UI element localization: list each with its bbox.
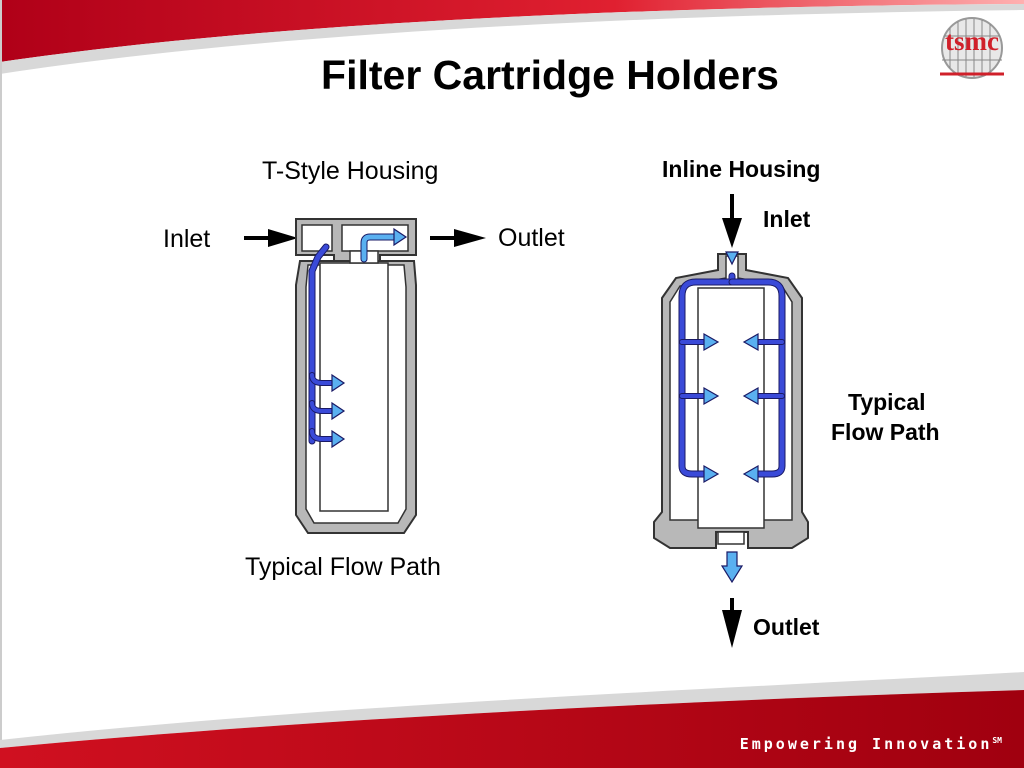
slide-title: Filter Cartridge Holders [321,52,779,98]
t-style-title: T-Style Housing [262,157,439,185]
t-style-inlet-arrow [244,229,298,247]
t-style-outlet-flow [360,233,400,263]
inline-caption-line2: Flow Path [831,419,940,445]
t-style-flow-arrowheads [331,373,346,449]
inline-outlet-arrow [722,598,742,648]
t-style-caption: Typical Flow Path [245,553,441,581]
top-swoosh [0,0,1024,62]
inline-caption-line1: Typical [848,389,926,415]
inline-inlet-label: Inlet [763,206,811,232]
inline-outlet-label: Outlet [753,614,820,640]
t-style-outlet-label: Outlet [498,224,565,252]
t-style-housing-diagram [244,218,486,534]
footer-tagline-text: Empowering Innovation [739,735,993,753]
footer-service-mark: SM [992,736,1002,745]
inline-flow-arrowheads [703,251,759,484]
inline-cartridge [697,287,765,529]
inline-housing-diagram [653,194,809,648]
top-swoosh-gray [0,4,1024,74]
inline-outlet-flow-arrow [720,551,744,584]
bottom-swoosh-gray [0,672,1024,748]
inline-inlet-arrow [722,194,742,248]
t-style-outlet-arrow [430,229,486,247]
bottom-swoosh-red [0,690,1024,768]
tsmc-logo-icon [940,17,1004,79]
footer-tagline: Empowering InnovationSM [740,735,1002,753]
t-style-inlet-label: Inlet [163,225,211,253]
logo-text: tsmc [945,26,999,56]
inline-flow-path [678,272,786,478]
inline-title: Inline Housing [662,156,821,182]
t-style-flow-path [308,243,337,445]
t-style-cartridge [319,262,389,512]
